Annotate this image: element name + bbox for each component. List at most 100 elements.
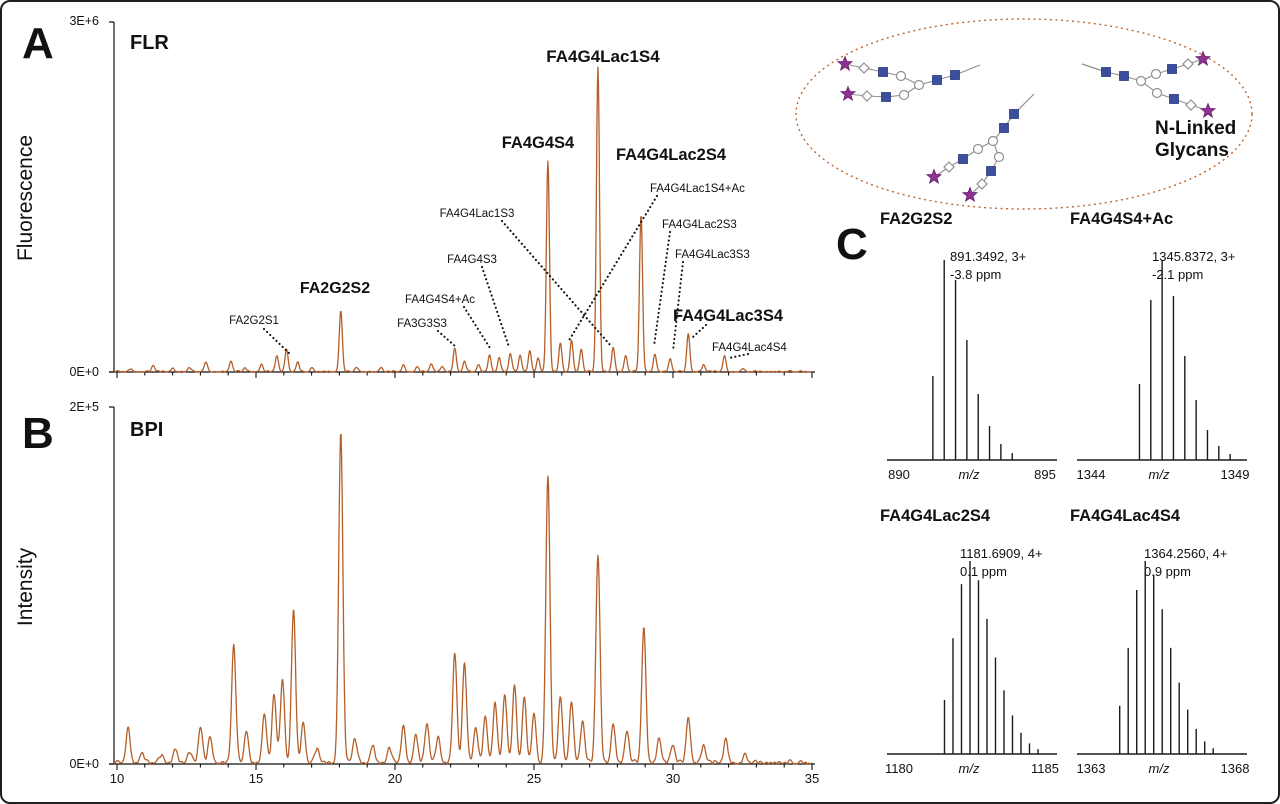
ms4-xmin-label: 1363 [1077,761,1106,776]
sialic-acid-star-icon [1199,102,1217,119]
glcnac-square-icon [999,123,1009,133]
ms1-xmax-label: 895 [1034,467,1056,482]
glycan-bubble-outline [795,18,1253,210]
panel-a-ymin-label: 0E+0 [69,365,99,379]
hexose-diamond-icon [976,178,988,190]
flr-trace-label: FLR [130,32,169,54]
peak-leader-line [480,265,511,349]
peak-label: FA2G2S2 [300,280,370,297]
hexose-circle-icon [987,135,999,147]
peak-leader-line [262,327,291,355]
ms1-title: FA2G2S2 [880,210,952,228]
panel-a-peak-labels: FA2G2S1FA2G2S2FA3G3S3FA4G4S4+AcFA4G4S3FA… [229,47,787,354]
glcnac-square-icon [1119,71,1129,81]
hexose-circle-icon [895,70,907,82]
bpi-x-tick-label: 35 [805,771,819,786]
glcnac-square-icon [958,154,968,164]
ms1-xmin-label: 890 [888,467,910,482]
bpi-x-tick-label: 30 [666,771,680,786]
glcnac-square-icon [986,166,996,176]
peak-label: FA4G4Lac2S4 [616,146,727,164]
glycan-structure [1081,50,1217,119]
ms3-title: FA4G4Lac2S4 [880,507,991,525]
hexose-diamond-icon [943,161,955,173]
peak-label: FA3G3S3 [397,318,447,330]
hexose-circle-icon [913,79,925,91]
bpi-x-tick-label: 10 [110,771,124,786]
panel-b-letter: B [22,409,54,458]
ms3-xmax-label: 1185 [1031,761,1059,776]
ms1-annotation-2: -3.8 ppm [950,267,1001,282]
mass-spectra-plots [887,260,1247,755]
peak-leader-line [500,219,613,348]
ms4-xlabel: m/z [1149,761,1170,776]
peak-leader-line [566,194,659,344]
bpi-x-tick-label: 25 [527,771,541,786]
peak-label: FA4G4Lac1S3 [440,208,515,220]
glcnac-square-icon [1009,109,1019,119]
sialic-acid-star-icon [925,168,943,185]
panel-a-letter: A [22,19,54,68]
panel-a-axis-title: Fluorescence [14,135,37,261]
peak-leader-line [727,352,750,360]
glcnac-square-icon [950,70,960,80]
peak-label: FA4G4Lac4S4 [712,342,787,354]
panel-b-ymin-label: 0E+0 [69,757,99,771]
ms-fa4g4lac4s4-plot [1077,561,1247,755]
sialic-acid-star-icon [836,55,854,72]
ms1-annotation-1: 891.3492, 3+ [950,249,1026,264]
hexose-circle-icon [972,143,984,155]
glycan-caption-line2: Glycans [1155,140,1229,161]
peak-leader-line [436,329,457,348]
panel-b-ymax-label: 2E+5 [69,400,99,414]
glcnac-square-icon [932,75,942,85]
peak-leader-line [462,305,492,350]
ms2-annotation-1: 1345.8372, 3+ [1152,249,1236,264]
hexose-circle-icon [898,89,910,101]
ms3-xmin-label: 1180 [885,761,913,776]
peak-leader-line [652,230,672,348]
bpi-trace-label: BPI [130,419,163,441]
peak-label: FA4G4Lac3S3 [675,249,750,261]
panel-a-ymax-label: 3E+6 [69,14,99,28]
peak-label: FA4G4S4+Ac [405,294,475,306]
hexose-circle-icon [1151,87,1163,99]
peak-label: FA4G4S4 [502,134,575,152]
sialic-acid-star-icon [961,186,979,203]
bpi-x-tick-label: 20 [388,771,402,786]
ms-fa2g2s2-plot [887,260,1057,461]
ms4-title: FA4G4Lac4S4 [1070,507,1181,525]
glycan-caption-line1: N-Linked [1155,118,1236,139]
glcnac-square-icon [881,92,891,102]
bpi-x-tick-label: 15 [249,771,263,786]
peak-label: FA4G4S3 [447,254,497,266]
panel-a-leader-lines [262,194,750,360]
peak-label: FA4G4Lac2S3 [662,219,737,231]
ms2-xmin-label: 1344 [1077,467,1106,482]
hexose-diamond-icon [1182,58,1194,70]
glcnac-square-icon [1167,64,1177,74]
peak-label: FA4G4Lac3S4 [673,307,784,325]
peak-leader-line [691,323,708,339]
ms3-xlabel: m/z [959,761,980,776]
bpi-trace-path [113,433,813,765]
ms2-xmax-label: 1349 [1221,467,1250,482]
ms2-xlabel: m/z [1149,467,1170,482]
glycan-structures [836,50,1217,203]
hexose-diamond-icon [861,90,873,102]
sialic-acid-star-icon [839,85,857,102]
panel-b-trace [113,433,813,765]
peak-label: FA2G2S1 [229,315,279,327]
glycan-structure [925,93,1035,203]
peak-label: FA4G4Lac1S4+Ac [650,183,745,195]
panel-a-trace [113,66,813,373]
panel-b-axes: 10 15 20 25 30 35 [109,406,819,786]
sialic-acid-star-icon [1194,50,1212,67]
ms3-annotation-2: 0.1 ppm [960,564,1007,579]
glcnac-square-icon [878,67,888,77]
glcnac-square-icon [1169,94,1179,104]
ms2-title: FA4G4S4+Ac [1070,210,1173,228]
glcnac-square-icon [1101,67,1111,77]
